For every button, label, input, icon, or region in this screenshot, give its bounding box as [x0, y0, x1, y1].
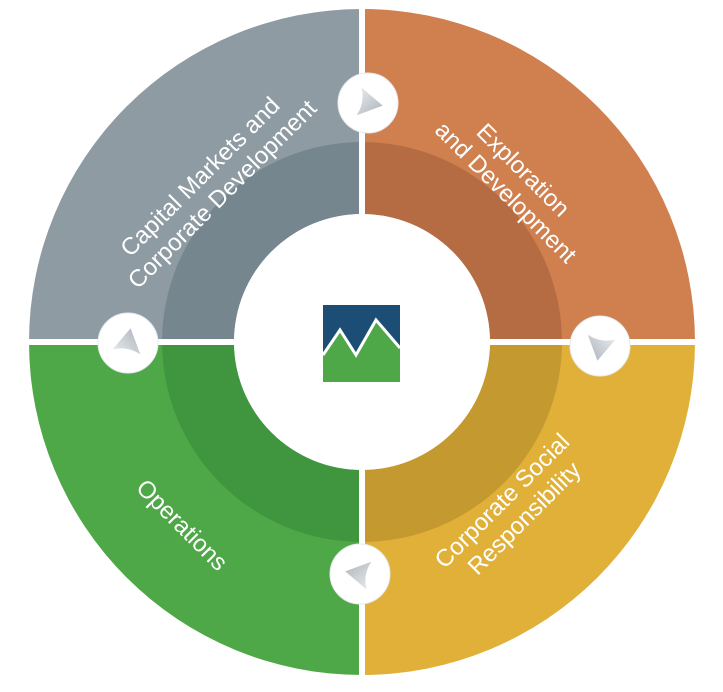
center-logo — [321, 305, 402, 382]
segment-csr — [362, 342, 695, 675]
logo-ridge — [321, 317, 402, 358]
segment-operations — [29, 342, 362, 675]
segment-capital — [29, 9, 362, 342]
connector-node — [329, 543, 391, 605]
connector-node — [97, 312, 159, 374]
connector-node — [337, 72, 399, 134]
play-arrow-icon — [356, 87, 383, 116]
segment-inner-band-csr — [362, 342, 562, 542]
connector-node — [569, 315, 631, 377]
play-arrow-icon — [345, 561, 372, 590]
segment-exploration — [362, 9, 695, 342]
segment-inner-band-operations — [162, 342, 362, 542]
play-arrow-icon — [112, 328, 141, 355]
segment-inner-band-exploration — [362, 142, 562, 342]
segment-inner-band-capital — [162, 142, 362, 342]
play-arrow-icon — [587, 334, 616, 361]
